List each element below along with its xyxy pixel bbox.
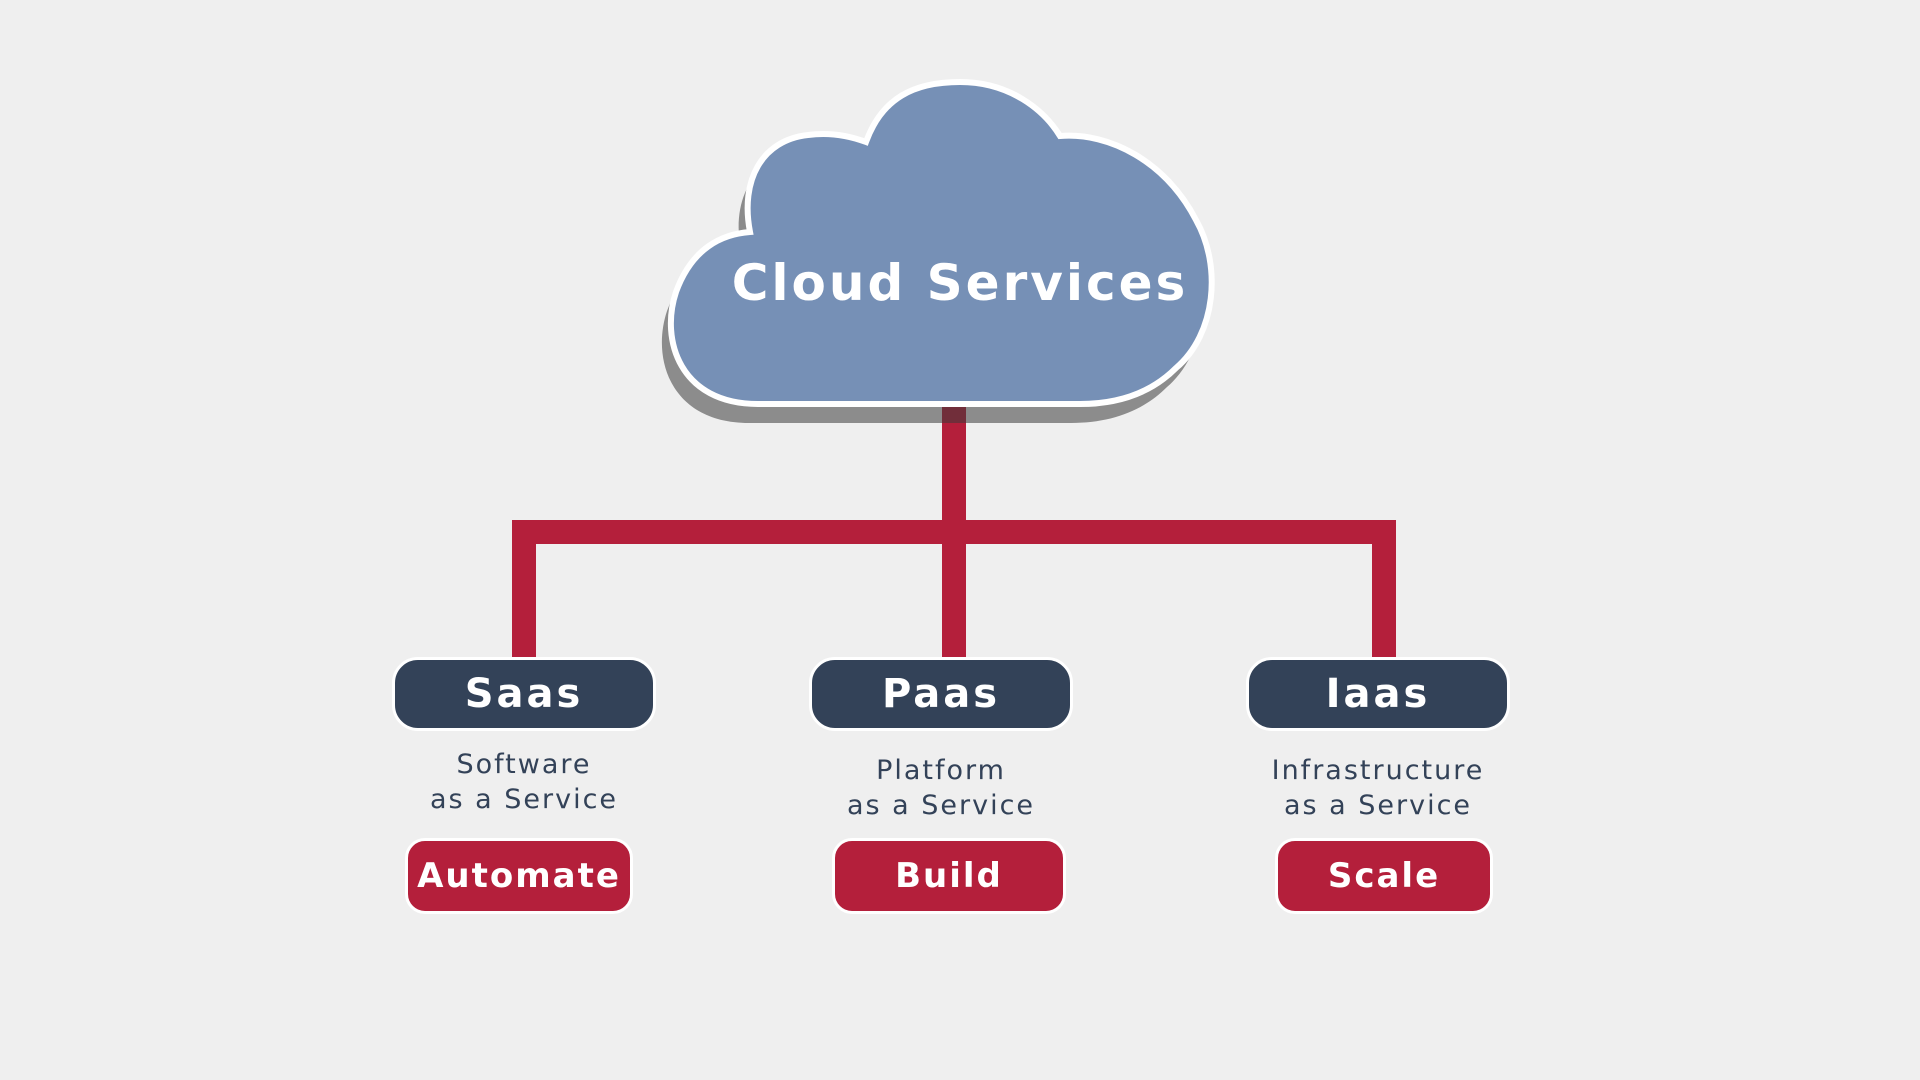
service-description-saas: Software as a Service — [359, 747, 689, 817]
service-pill-iaas: Iaas — [1246, 657, 1510, 731]
action-badge-build: Build — [832, 838, 1066, 914]
service-pill-paas: Paas — [809, 657, 1073, 731]
service-description-iaas: Infrastructure as a Service — [1213, 753, 1543, 823]
connector-lines — [512, 393, 1396, 667]
service-description-paas: Platform as a Service — [776, 753, 1106, 823]
service-iaas: Iaas Infrastructure as a Service — [1213, 657, 1543, 823]
service-description-line: as a Service — [429, 784, 619, 815]
cloud-shape — [667, 78, 1215, 407]
service-saas: Saas Software as a Service — [359, 657, 689, 817]
service-description-line: as a Service — [846, 790, 1036, 821]
service-description-line: as a Service — [1283, 790, 1473, 821]
cloud-title: Cloud Services — [731, 254, 1189, 312]
service-paas: Paas Platform as a Service — [776, 657, 1106, 823]
service-description-line: Platform — [876, 755, 1006, 786]
service-pill-saas: Saas — [392, 657, 656, 731]
action-badge-scale: Scale — [1275, 838, 1493, 914]
action-badge-automate: Automate — [405, 838, 633, 914]
service-description-line: Infrastructure — [1271, 755, 1485, 786]
service-description-line: Software — [456, 749, 592, 780]
